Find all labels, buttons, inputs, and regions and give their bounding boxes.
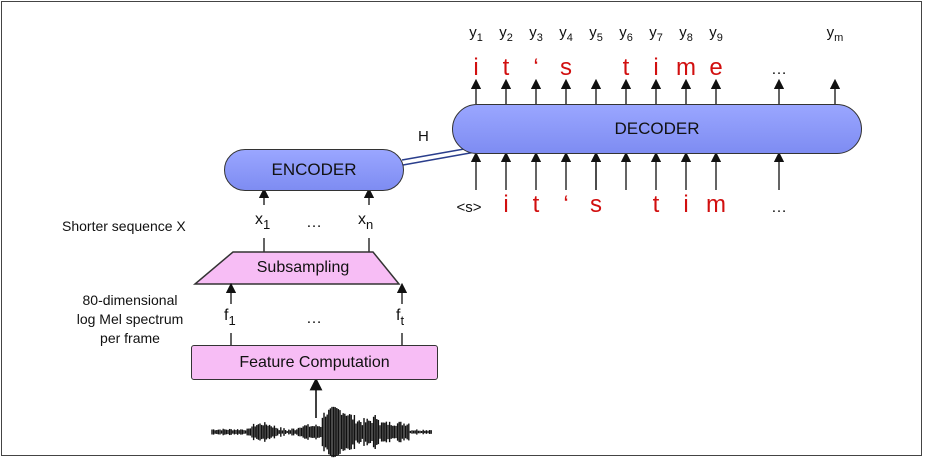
decoder-input-arrows — [470, 151, 785, 190]
output-token: e — [709, 54, 723, 81]
output-token: t — [622, 54, 630, 81]
output-token: i — [473, 54, 479, 81]
output-label-4: y4 — [559, 24, 573, 44]
shorter-sequence-label: Shorter sequence X — [62, 218, 186, 234]
feature-ellipsis: … — [306, 310, 322, 327]
output-label-1: y1 — [469, 24, 483, 44]
output-token: … — [771, 61, 787, 78]
output-token: i — [653, 54, 659, 81]
feature-description-line-2: log Mel spectrum — [76, 311, 184, 327]
encoder-output-xn: xn — [358, 211, 374, 232]
output-label-8: y8 — [679, 24, 693, 44]
input-token: … — [771, 199, 787, 216]
output-label-m: ym — [826, 24, 844, 44]
decoder-label: DECODER — [614, 119, 700, 138]
feature-description: 80-dimensional log Mel spectrum per fram… — [60, 291, 200, 348]
input-token: i — [683, 191, 689, 218]
audio-waveform — [211, 406, 432, 458]
feature-computation-block: Feature Computation — [191, 345, 438, 380]
decoder-output-arrows — [470, 78, 841, 104]
output-label-6: y6 — [619, 24, 633, 44]
input-token: i — [503, 191, 509, 218]
output-label-7: y7 — [649, 24, 663, 44]
feature-f1: f1 — [224, 307, 236, 328]
output-token: m — [676, 54, 696, 81]
output-label-2: y2 — [499, 24, 513, 44]
output-label-9: y9 — [709, 24, 723, 44]
input-token: t — [532, 191, 540, 218]
output-label-5: y5 — [589, 24, 603, 44]
hidden-state-label: H — [418, 128, 429, 145]
input-token: s — [590, 191, 602, 218]
subsampling-label: Subsampling — [256, 259, 350, 276]
output-token: t — [502, 54, 510, 81]
output-label-3: y3 — [529, 24, 543, 44]
encoder-label: ENCODER — [271, 160, 357, 179]
feature-computation-label: Feature Computation — [239, 353, 390, 371]
feature-ft: ft — [396, 307, 405, 328]
input-token: m — [706, 191, 726, 218]
feature-description-line-1: 80-dimensional — [82, 292, 178, 308]
feature-description-line-3: per frame — [100, 330, 160, 346]
input-token: t — [652, 191, 660, 218]
output-token: s — [560, 54, 572, 81]
start-token: <s> — [456, 199, 482, 216]
encoder-output-x1: x1 — [255, 211, 271, 232]
input-token: ‘ — [563, 191, 569, 218]
output-token: ‘ — [533, 54, 539, 81]
decoder-block: DECODER — [452, 104, 862, 154]
encoder-block: ENCODER — [224, 149, 404, 191]
encoder-output-ellipsis: … — [306, 214, 322, 231]
